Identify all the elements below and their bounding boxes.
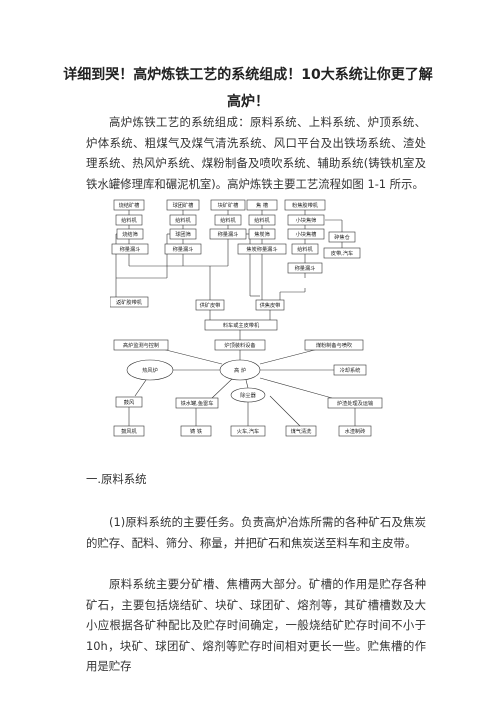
flow-box-coke-fines-conveyor: 粉焦胶带机 bbox=[284, 199, 326, 211]
flow-box-pellet-screen: 球团筛 bbox=[169, 228, 197, 240]
intro-paragraph: 高炉炼铁工艺的系统组成：原料系统、上料系统、炉顶系统、炉体系统、粗煤气及煤气清洗… bbox=[86, 115, 426, 191]
svg-text:炉顶装料设备: 炉顶装料设备 bbox=[224, 341, 256, 349]
svg-text:小块焦筛: 小块焦筛 bbox=[296, 216, 317, 224]
flow-box-weigh-hopper-lump: 称量漏斗 bbox=[209, 228, 247, 240]
flow-box-coke-screen: 焦炭筛 bbox=[248, 228, 276, 240]
svg-text:皮带,汽车: 皮带,汽车 bbox=[331, 249, 353, 257]
flow-box-main-conveyor: 料车或主皮带机 bbox=[204, 319, 278, 331]
svg-text:烧结筛: 烧结筛 bbox=[122, 230, 138, 238]
flow-box-feeder-4: 给料机 bbox=[248, 214, 276, 226]
svg-text:给料机: 给料机 bbox=[297, 245, 313, 253]
svg-text:给料机: 给料机 bbox=[220, 216, 236, 224]
svg-text:焦炭称量漏斗: 焦炭称量漏斗 bbox=[246, 245, 277, 253]
svg-text:供焦皮带: 供焦皮带 bbox=[260, 301, 281, 309]
flow-box-small-coke-screen: 小块焦筛 bbox=[287, 214, 325, 226]
svg-text:焦 槽: 焦 槽 bbox=[256, 201, 268, 209]
flow-box-weigh-hopper-small-coke: 称量漏斗 bbox=[287, 262, 323, 274]
flow-box-coal-injection: 煤粉制备与喷吹 bbox=[304, 339, 364, 351]
section1-paragraph-2: 原料系统主要分矿槽、焦槽两大部分。矿槽的作用是贮存各种矿石，主要包括烧结矿、块矿… bbox=[86, 577, 426, 673]
flow-box-weigh-hopper-sinter: 称量漏斗 bbox=[111, 243, 149, 255]
flow-box-air-supply: 鼓风 bbox=[115, 396, 143, 408]
flow-box-cooling-system: 冷却系统 bbox=[333, 364, 367, 376]
svg-text:焦炭筛: 焦炭筛 bbox=[254, 230, 270, 238]
flow-box-water-slag: 水渣制砖 bbox=[338, 425, 372, 437]
flow-box-feeder-1: 给料机 bbox=[115, 214, 143, 226]
svg-text:小块焦槽: 小块焦槽 bbox=[296, 230, 317, 238]
svg-text:铸 铁: 铸 铁 bbox=[190, 427, 202, 435]
svg-text:炉渣处理及运输: 炉渣处理及运输 bbox=[337, 399, 374, 407]
flow-box-feeder-3: 给料机 bbox=[214, 214, 242, 226]
flow-box-feeder-5: 给料机 bbox=[291, 243, 319, 255]
svg-text:煤粉制备与喷吹: 煤粉制备与喷吹 bbox=[316, 341, 352, 349]
svg-text:除尘器: 除尘器 bbox=[240, 391, 256, 399]
svg-text:铁水罐,鱼雷车: 铁水罐,鱼雷车 bbox=[181, 399, 214, 407]
svg-text:称量漏斗: 称量漏斗 bbox=[120, 245, 141, 253]
svg-text:给料机: 给料机 bbox=[121, 216, 137, 224]
flow-box-crushed-coke-bin: 碎焦仓 bbox=[328, 231, 356, 243]
svg-text:火车,汽车: 火车,汽车 bbox=[237, 427, 259, 435]
flow-box-feeder-2: 给料机 bbox=[169, 214, 197, 226]
flow-box-gas-cleaning: 煤气清洗 bbox=[285, 425, 317, 437]
flow-box-return-conveyor: 返矿胶带机 bbox=[110, 296, 149, 308]
flow-box-coke-weigh-hopper: 焦炭称量漏斗 bbox=[237, 243, 287, 255]
svg-text:烧结矿槽: 烧结矿槽 bbox=[119, 201, 140, 209]
flow-box-pellet-bin: 球团矿槽 bbox=[166, 199, 200, 211]
svg-text:给料机: 给料机 bbox=[175, 216, 191, 224]
svg-text:料车或主皮带机: 料车或主皮带机 bbox=[223, 321, 260, 329]
section1-paragraph-1: (1)原料系统的主要任务。负责高炉冶炼所需的各种矿石及焦炭的贮存、配料、筛分、称… bbox=[86, 515, 426, 550]
svg-text:粉焦胶带机: 粉焦胶带机 bbox=[292, 201, 319, 209]
svg-text:球团矿槽: 球团矿槽 bbox=[173, 201, 194, 209]
svg-text:给料机: 给料机 bbox=[254, 216, 270, 224]
svg-text:返矿胶带机: 返矿胶带机 bbox=[116, 298, 143, 306]
flow-box-pig-casting: 铸 铁 bbox=[180, 425, 212, 437]
flow-ellipse-hot-stove: 热风炉 bbox=[126, 359, 174, 381]
flow-ellipse-blast-furnace: 高 炉 bbox=[219, 359, 261, 381]
flow-box-sinter-bin: 烧结矿槽 bbox=[113, 199, 145, 211]
flow-box-coke-bin: 焦 槽 bbox=[246, 199, 278, 211]
svg-text:碎焦仓: 碎焦仓 bbox=[334, 233, 350, 241]
svg-text:高炉监测与控制: 高炉监测与控制 bbox=[123, 341, 159, 349]
flow-box-sinter-screen: 烧结筛 bbox=[116, 228, 144, 240]
article-title: 详细到哭！高炉炼铁工艺的系统组成！10大系统让你更了解高炉！ bbox=[63, 67, 433, 110]
svg-text:块矿矿槽: 块矿矿槽 bbox=[218, 201, 239, 209]
flow-box-belt-truck: 皮带,汽车 bbox=[323, 247, 361, 259]
svg-text:煤气清洗: 煤气清洗 bbox=[291, 427, 313, 435]
svg-text:水渣制砖: 水渣制砖 bbox=[345, 427, 366, 435]
svg-text:供矿皮带: 供矿皮带 bbox=[200, 301, 221, 309]
flow-box-monitoring-control: 高炉监测与控制 bbox=[113, 339, 169, 351]
section-heading-raw-material: 一.原料系统 bbox=[86, 472, 147, 486]
flow-box-weigh-hopper-pellet: 称量漏斗 bbox=[164, 243, 202, 255]
flow-box-coke-conveyor: 供焦皮带 bbox=[255, 299, 285, 311]
svg-text:称量漏斗: 称量漏斗 bbox=[218, 230, 239, 238]
flow-box-train-truck: 火车,汽车 bbox=[230, 425, 266, 437]
svg-text:冷却系统: 冷却系统 bbox=[340, 366, 361, 374]
flow-box-small-coke-bin: 小块焦槽 bbox=[287, 228, 325, 240]
svg-text:称量漏斗: 称量漏斗 bbox=[173, 245, 194, 253]
flow-box-ore-conveyor: 供矿皮带 bbox=[195, 299, 225, 311]
flow-box-top-charging: 炉顶装料设备 bbox=[214, 339, 266, 351]
flow-box-slag-treatment: 炉渣处理及运输 bbox=[327, 397, 383, 409]
process-flowchart: 烧结矿槽 球团矿槽 块矿矿槽 焦 槽 粉焦胶带机 给料机 给料机 给料机 给料机… bbox=[110, 199, 383, 437]
flow-box-lump-bin: 块矿矿槽 bbox=[210, 199, 246, 211]
flow-box-hot-metal-ladle: 铁水罐,鱼雷车 bbox=[175, 397, 219, 409]
svg-text:高 炉: 高 炉 bbox=[234, 366, 246, 374]
svg-text:球团筛: 球团筛 bbox=[175, 230, 191, 238]
svg-text:鼓风: 鼓风 bbox=[124, 398, 135, 406]
svg-text:热风炉: 热风炉 bbox=[142, 366, 158, 374]
flow-ellipse-dust-catcher: 除尘器 bbox=[230, 387, 266, 403]
flow-box-blower: 鼓风机 bbox=[113, 425, 145, 437]
svg-text:鼓风机: 鼓风机 bbox=[121, 427, 137, 435]
svg-text:称量漏斗: 称量漏斗 bbox=[295, 264, 316, 272]
